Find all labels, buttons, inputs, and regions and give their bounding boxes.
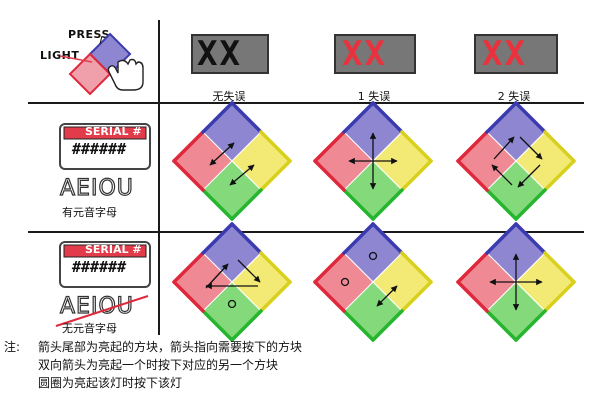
serial-card — [59, 241, 151, 288]
vowels-text: AEIOU — [59, 293, 134, 319]
serial-chars: ###### — [72, 140, 127, 158]
column-caption: 2 失误 — [497, 90, 531, 103]
column-caption: 1 失误 — [357, 90, 391, 103]
circle-mark — [227, 299, 237, 309]
header-column-no-error: XX 无失误 — [185, 30, 305, 103]
grid-line-horizontal-2 — [28, 231, 584, 233]
row-label-without-vowels: SERIAL # ###### AEIOU 无元音字母 — [50, 236, 151, 336]
vowels-text: AEIOU — [59, 175, 134, 201]
arrow — [519, 136, 543, 160]
display-panel: XX — [334, 34, 416, 74]
display-text: XX — [197, 34, 242, 74]
notes-prefix: 注: — [4, 340, 21, 354]
display-text: XX — [482, 34, 527, 74]
press-light-legend: PRESS LIGHT — [30, 22, 158, 100]
arrow — [517, 164, 541, 188]
press-label: PRESS — [68, 28, 110, 41]
press-light-icon — [59, 32, 144, 96]
serial-label: SERIAL # — [85, 243, 142, 256]
display-panel: XX — [191, 34, 269, 74]
diamond-no-vowels-two-errors — [456, 222, 576, 342]
row-caption: 有元音字母 — [62, 206, 117, 219]
diamond-with-vowels-two-errors — [456, 101, 576, 221]
circle-mark — [340, 277, 350, 287]
diamond-no-vowels-no-error — [172, 222, 292, 342]
header-column-one-error: XX 1 失误 — [330, 30, 450, 103]
serial-card — [59, 123, 151, 170]
light-label: LIGHT — [40, 49, 80, 62]
notes-line-1: 箭头尾部为亮起的方块，箭头指向需要按下的方块 — [38, 340, 303, 354]
arrow — [491, 164, 513, 186]
diamond-with-vowels-one-error — [313, 101, 433, 221]
arrow — [493, 136, 515, 160]
display-panel: XX — [474, 34, 558, 74]
row-caption: 无元音字母 — [62, 322, 117, 335]
circle-mark — [368, 251, 378, 261]
serial-chars: ###### — [72, 258, 127, 276]
arrow — [229, 164, 255, 186]
arrow — [209, 142, 235, 166]
grid-line-vertical — [158, 20, 160, 335]
diamond-with-vowels-no-error — [172, 101, 292, 221]
strike-out-mark — [55, 295, 149, 327]
header-column-two-errors: XX 2 失误 — [472, 30, 592, 103]
row-label-with-vowels: SERIAL # ###### AEIOU 有元音字母 — [50, 110, 151, 225]
serial-label: SERIAL # — [85, 125, 142, 138]
arrow — [376, 285, 398, 307]
arrow — [237, 259, 261, 283]
column-caption: 无失误 — [212, 90, 246, 103]
notes-line-3: 圆圈为亮起该灯时按下该灯 — [38, 376, 183, 390]
notes-line-2: 双向箭头为亮起一个时按下对应的另一个方块 — [38, 358, 279, 372]
grid-line-horizontal-1 — [28, 102, 584, 104]
diamond-no-vowels-one-error — [313, 222, 433, 342]
display-text: XX — [342, 34, 387, 74]
